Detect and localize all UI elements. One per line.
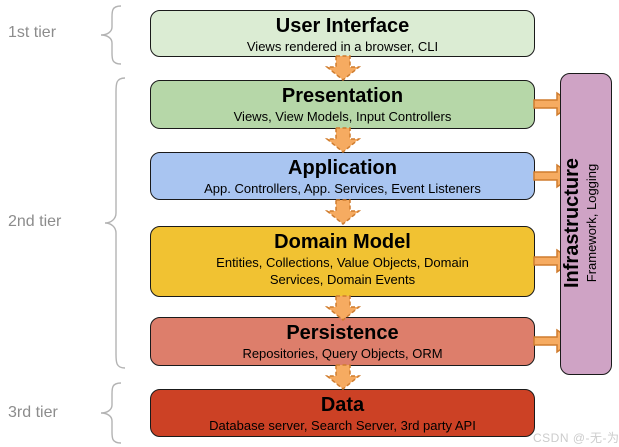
tier-3-brace — [100, 382, 122, 444]
down-arrow-icon — [325, 127, 361, 153]
layer-domain-model: Domain Model Entities, Collections, Valu… — [150, 226, 535, 297]
layer-infrastructure: Infrastructure Framework, Logging — [560, 73, 612, 375]
layer-title: Persistence — [286, 322, 399, 344]
layer-application: Application App. Controllers, App. Servi… — [150, 152, 535, 200]
layer-presentation: Presentation Views, View Models, Input C… — [150, 80, 535, 129]
tier-label-1st: 1st tier — [8, 24, 57, 41]
down-arrow-icon — [325, 364, 361, 390]
tier-label-2nd: 2nd tier — [8, 213, 62, 230]
watermark: CSDN @-无-为- — [532, 431, 619, 445]
layer-subtitle: Views, View Models, Input Controllers — [233, 109, 452, 124]
layer-title: Domain Model — [274, 231, 411, 253]
layer-title: Infrastructure — [561, 157, 583, 289]
infrastructure-rotated-text: Infrastructure Framework, Logging — [560, 73, 610, 373]
tier-label-3rd: 3rd tier — [8, 404, 58, 421]
layer-subtitle: Database server, Search Server, 3rd part… — [209, 418, 476, 433]
down-arrow-icon — [325, 295, 361, 321]
layer-subtitle: Repositories, Query Objects, ORM — [242, 346, 443, 361]
layer-subtitle: Views rendered in a browser, CLI — [246, 39, 439, 54]
tier-1-brace — [100, 5, 122, 65]
layer-title: Application — [288, 157, 397, 179]
layer-subtitle: Framework, Logging — [584, 163, 599, 283]
down-arrow-icon — [325, 199, 361, 225]
layer-persistence: Persistence Repositories, Query Objects,… — [150, 317, 535, 366]
layer-user-interface: User Interface Views rendered in a brows… — [150, 10, 535, 57]
layer-title: Presentation — [281, 85, 404, 107]
layer-title: User Interface — [275, 15, 410, 37]
layer-data: Data Database server, Search Server, 3rd… — [150, 389, 535, 437]
layer-subtitle: Entities, Collections, Value Objects, Do… — [216, 255, 469, 287]
tier-2-brace — [104, 77, 126, 369]
layer-subtitle: App. Controllers, App. Services, Event L… — [204, 181, 481, 196]
layer-title: Data — [320, 394, 365, 416]
down-arrow-icon — [325, 55, 361, 81]
